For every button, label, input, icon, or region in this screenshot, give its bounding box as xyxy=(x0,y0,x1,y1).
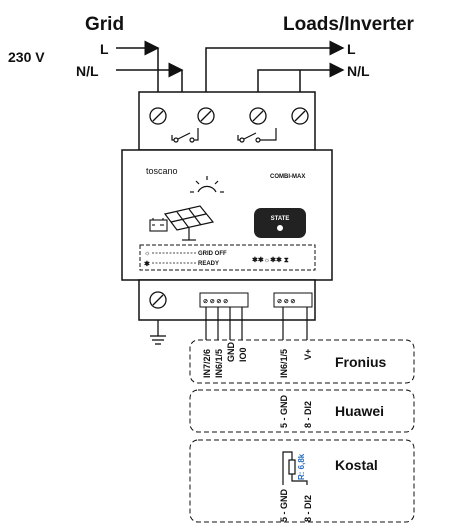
signal-wires xyxy=(205,307,308,340)
kostal-pin-gnd: 5 - GND xyxy=(279,488,289,522)
relay-terminals xyxy=(149,107,309,125)
output-l-label: L xyxy=(347,41,356,57)
device-top-block xyxy=(121,91,333,321)
terminal-block-right: ⊘ ⊘ ⊘ xyxy=(273,292,313,308)
loads-header: Loads/Inverter xyxy=(283,14,415,35)
terminal-label-in6-right: IN6/1/5 xyxy=(279,349,289,378)
terminal-label-gnd: GND xyxy=(226,342,236,363)
terminal-block-left: ⊘ ⊘ ⊘ ⊘ xyxy=(199,292,249,308)
huawei-label: Huawei xyxy=(335,403,384,419)
fronius-label: Fronius xyxy=(335,354,387,370)
kostal-box xyxy=(189,439,415,523)
state-label: STATE xyxy=(271,216,290,222)
ground-terminal xyxy=(149,291,167,309)
fronius-box xyxy=(189,339,415,384)
input-nl-label: N/L xyxy=(76,63,99,79)
terminal-label-vplus: V+ xyxy=(303,349,313,360)
voltage-label: 230 V xyxy=(8,49,45,65)
ready-icon: ✱ xyxy=(144,260,150,268)
input-l-label: L xyxy=(100,41,109,57)
legend-ready: READY xyxy=(198,261,219,267)
grid-header: Grid xyxy=(85,14,124,35)
output-nl-label: N/L xyxy=(347,63,370,79)
sun-icon xyxy=(190,176,224,193)
grid-off-icon: ☼ xyxy=(144,250,150,257)
relay-contacts xyxy=(171,128,277,143)
kostal-pin-di2: 8 - DI2 xyxy=(303,495,313,522)
legend-box xyxy=(139,244,316,271)
svg-text:⊘ ⊘ ⊘: ⊘ ⊘ ⊘ xyxy=(277,299,295,305)
svg-text:⊘ ⊘ ⊘ ⊘: ⊘ ⊘ ⊘ ⊘ xyxy=(203,299,228,305)
huawei-box xyxy=(189,389,415,433)
ground-symbol xyxy=(150,320,166,345)
huawei-pin-gnd: 5 - GND xyxy=(279,394,289,428)
kostal-resistor-label: R: 6,8k xyxy=(297,453,306,480)
brand-logo: toscano xyxy=(146,166,178,176)
battery-icon xyxy=(149,218,168,232)
kostal-wiring xyxy=(282,451,308,485)
huawei-pin-di2: 8 - DI2 xyxy=(303,401,313,428)
model-label: COMBI-MAX xyxy=(270,174,305,180)
state-led xyxy=(277,225,283,231)
solar-panel-icon xyxy=(163,205,215,241)
terminal-label-in7: IN7/2/6 xyxy=(202,349,212,378)
terminal-label-io0: IO0 xyxy=(238,347,248,362)
kostal-label: Kostal xyxy=(335,457,378,473)
state-button[interactable]: STATE xyxy=(254,208,306,238)
legend-grid-off: GRID OFF xyxy=(198,251,227,257)
terminal-label-in6: IN6/1/5 xyxy=(214,349,224,378)
led-indicator-row: ✱✱☼✱✱ ⧗ xyxy=(252,256,289,264)
